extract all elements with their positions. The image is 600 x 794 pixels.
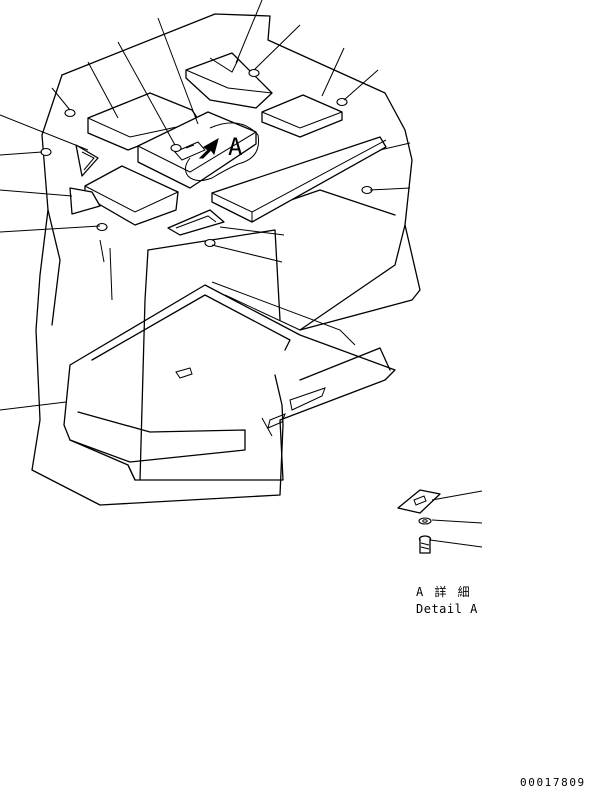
callout-letter: A [228, 133, 243, 161]
roof-plates [69, 52, 387, 236]
detail-title-en: Detail A [416, 602, 478, 616]
drawing-number: 00017809 [520, 776, 586, 789]
detail-a-bracket [397, 489, 483, 514]
detail-a-washer [418, 517, 483, 525]
detail-a-bolt [418, 535, 483, 554]
cab-floor-frame [63, 229, 396, 481]
callout-arrow-icon [198, 137, 219, 159]
leader-lines [0, 0, 411, 411]
fastener-markers [40, 68, 373, 248]
detail-title-jp: A 詳 細 [416, 584, 472, 599]
